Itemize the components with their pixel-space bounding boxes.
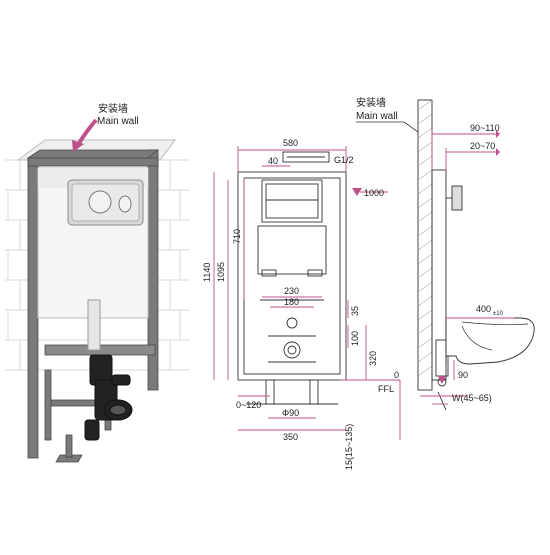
dim-1140: 1140 xyxy=(202,263,212,282)
frame-feet xyxy=(55,434,83,463)
left-label-cn: 安装墙 xyxy=(98,102,128,115)
dim-710: 710 xyxy=(232,229,242,244)
dim-ffl: FFL xyxy=(378,384,394,394)
dim-20-70: 20~70 xyxy=(470,141,495,151)
dim-100: 100 xyxy=(350,331,360,346)
dim-400: 400 xyxy=(476,304,491,314)
side-label-cn: 安装墙 xyxy=(356,96,386,109)
dim-inlet: G1/2 xyxy=(334,155,354,165)
dim-90-side: 90 xyxy=(458,370,468,380)
front-elevation xyxy=(237,151,347,405)
flush-plate[interactable] xyxy=(67,179,144,226)
steel-frame xyxy=(26,149,160,459)
front-dimension-lines xyxy=(213,146,401,440)
side-dimension-labels: 90~110 20~70 400 ±10 90 W(45~65) xyxy=(452,123,504,403)
dim-350: 350 xyxy=(283,432,298,442)
dim-320: 320 xyxy=(368,351,378,366)
flush-button-large[interactable] xyxy=(88,190,112,214)
side-dimension-lines xyxy=(420,130,514,405)
dim-w-range: W(45~65) xyxy=(452,393,492,403)
flush-button-small[interactable] xyxy=(118,195,132,213)
wall-hung-bowl xyxy=(445,317,535,365)
dim-180: 180 xyxy=(284,297,299,307)
dim-400-tolerance: ±10 xyxy=(493,311,504,317)
side-elevation: 安装墙 Main wall xyxy=(356,96,535,411)
front-dimension-labels: 580 40 G1/2 1000 1140 1095 710 230 180 3… xyxy=(202,138,399,470)
dim-35: 35 xyxy=(350,306,360,316)
drain-pipes xyxy=(84,299,133,441)
left-label-en: Main wall xyxy=(97,116,139,127)
dim-90-110: 90~110 xyxy=(470,123,500,133)
dim-40: 40 xyxy=(268,156,278,166)
product-illustration: 安装墙 Main wall xyxy=(5,102,190,463)
dim-1000: 1000 xyxy=(364,188,384,198)
dim-15: 15(15~135) xyxy=(344,424,354,470)
dim-1095: 1095 xyxy=(216,262,226,282)
dim-580: 580 xyxy=(283,138,298,148)
dim-230: 230 xyxy=(284,286,299,296)
side-label-en: Main wall xyxy=(356,111,398,122)
dim-0-120: 0~120 xyxy=(236,400,261,410)
dim-phi90: Φ90 xyxy=(282,408,299,418)
level-marker xyxy=(352,188,362,196)
dim-zero: 0 xyxy=(394,370,399,380)
